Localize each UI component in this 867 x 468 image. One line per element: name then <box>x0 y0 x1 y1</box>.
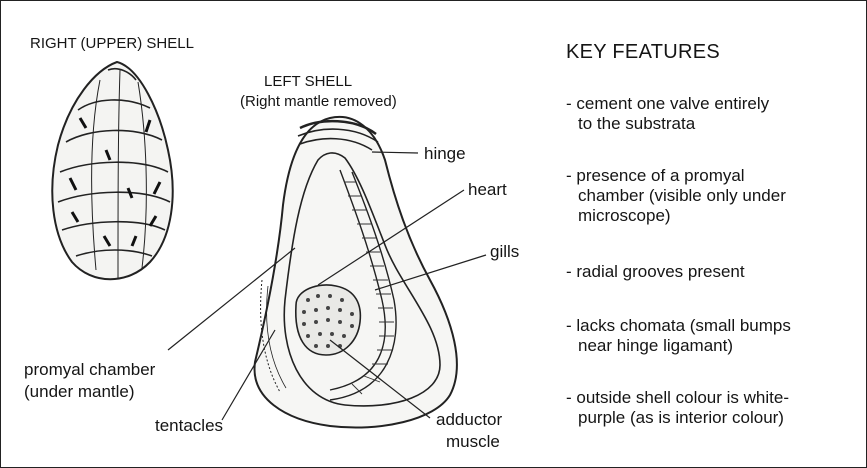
key-feature-line: purple (as is interior colour) <box>566 408 866 428</box>
label-promyal-chamber-note: (under mantle) <box>24 382 135 402</box>
key-feature-line: microscope) <box>566 206 866 226</box>
key-feature-line: - cement one valve entirely <box>566 94 866 114</box>
key-feature-item: - lacks chomata (small bumps near hinge … <box>566 316 866 356</box>
key-feature-item: - cement one valve entirely to the subst… <box>566 94 866 134</box>
label-hinge: hinge <box>424 144 466 164</box>
key-feature-line: chamber (visible only under <box>566 186 866 206</box>
label-gills: gills <box>490 242 519 262</box>
left-shell-subtitle: (Right mantle removed) <box>240 92 397 112</box>
label-tentacles: tentacles <box>155 416 223 436</box>
right-upper-shell-drawing <box>52 62 172 279</box>
key-feature-line: - lacks chomata (small bumps <box>566 316 866 336</box>
label-promyal-chamber: promyal chamber <box>24 360 155 380</box>
label-muscle: muscle <box>446 432 500 452</box>
key-feature-line: near hinge ligamant) <box>566 336 866 356</box>
right-shell-title: RIGHT (UPPER) SHELL <box>30 34 194 54</box>
label-heart: heart <box>468 180 507 200</box>
key-feature-line: to the substrata <box>566 114 866 134</box>
label-adductor: adductor <box>436 410 502 430</box>
left-shell-title: LEFT SHELL <box>264 72 352 92</box>
key-feature-line: - presence of a promyal <box>566 166 866 186</box>
key-feature-line: - outside shell colour is white- <box>566 388 866 408</box>
key-feature-line: - radial grooves present <box>566 262 866 282</box>
key-feature-item: - outside shell colour is white- purple … <box>566 388 866 428</box>
key-feature-item: - radial grooves present <box>566 262 866 282</box>
key-features-title: KEY FEATURES <box>566 42 720 62</box>
key-feature-item: - presence of a promyal chamber (visible… <box>566 166 866 226</box>
